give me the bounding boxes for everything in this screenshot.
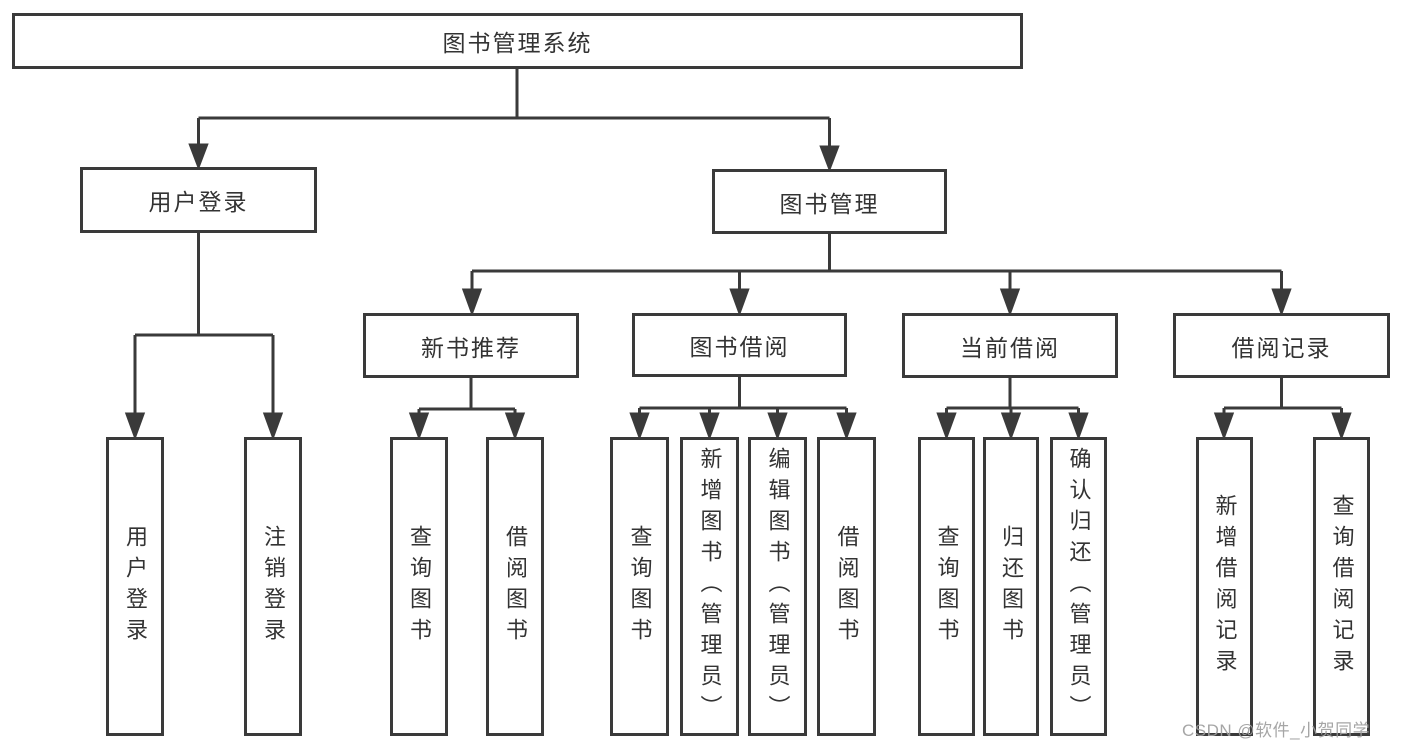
leaf-add-borrow-record: 新增借阅记录 bbox=[1196, 437, 1253, 736]
node-book-borrowing: 图书借阅 bbox=[632, 313, 847, 377]
leaf-logout: 注销登录 bbox=[244, 437, 302, 736]
connector-user-login-branch bbox=[124, 233, 284, 441]
leaf-edit-book-admin: 编辑图书（管理员） bbox=[748, 437, 807, 736]
leaf-query-books-current: 查询图书 bbox=[918, 437, 975, 736]
node-current-borrowing: 当前借阅 bbox=[902, 313, 1118, 378]
leaf-return-book: 归还图书 bbox=[983, 437, 1039, 736]
connector-book-borrowing-branch bbox=[629, 377, 857, 441]
leaf-query-borrow-record: 查询借阅记录 bbox=[1313, 437, 1370, 736]
leaf-confirm-return-admin: 确认归还（管理员） bbox=[1050, 437, 1107, 736]
connector-current-borrowing-branch bbox=[936, 378, 1089, 441]
node-new-book-recommend: 新书推荐 bbox=[363, 313, 579, 378]
node-user-login: 用户登录 bbox=[80, 167, 317, 233]
connector-new-book-branch bbox=[408, 378, 526, 441]
connector-book-management-branch bbox=[461, 234, 1292, 317]
leaf-add-book-admin: 新增图书（管理员） bbox=[680, 437, 739, 736]
node-root: 图书管理系统 bbox=[12, 13, 1023, 69]
connector-root-to-level2 bbox=[188, 69, 840, 173]
connector-borrow-records-branch bbox=[1213, 378, 1352, 441]
leaf-query-books-borrowing: 查询图书 bbox=[610, 437, 669, 736]
node-borrow-records: 借阅记录 bbox=[1173, 313, 1390, 378]
leaf-borrow-books-borrowing: 借阅图书 bbox=[817, 437, 876, 736]
node-book-management: 图书管理 bbox=[712, 169, 947, 234]
leaf-query-books-newbook: 查询图书 bbox=[390, 437, 448, 736]
watermark: CSDN @软件_小贺同学 bbox=[1182, 721, 1371, 740]
leaf-borrow-books-newbook: 借阅图书 bbox=[486, 437, 544, 736]
leaf-user-login: 用户登录 bbox=[106, 437, 164, 736]
